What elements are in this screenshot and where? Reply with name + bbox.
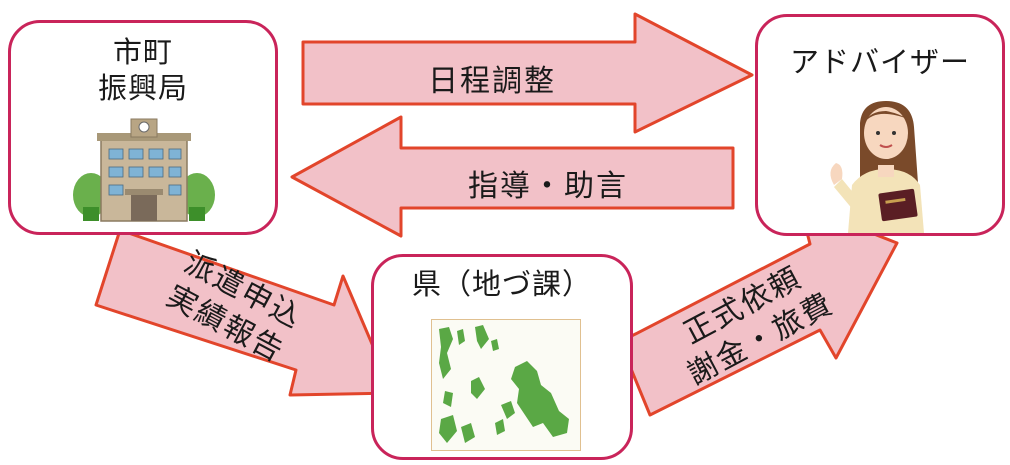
office-building-icon [73, 118, 215, 222]
advisor-title: アドバイザー [789, 45, 970, 79]
advisor-box: アドバイザー [755, 14, 1005, 236]
prefecture-title: 県（地づ課） [411, 267, 592, 301]
guidance-arrow [290, 115, 735, 238]
prefecture-box: 県（地づ課） [371, 254, 633, 460]
schedule-label: 日程調整 [428, 64, 556, 99]
prefecture-map-icon [431, 319, 581, 451]
dispatch-arrow [94, 228, 395, 397]
schedule-arrow [301, 12, 754, 134]
guidance-label: 指導・助言 [468, 169, 628, 204]
woman-with-book-icon [830, 101, 924, 233]
municipal-box: 市町 振興局 [8, 20, 278, 235]
municipal-title-line1: 市町 [112, 35, 173, 69]
request-arrow [618, 203, 899, 417]
municipal-title-line2: 振興局 [97, 71, 188, 105]
